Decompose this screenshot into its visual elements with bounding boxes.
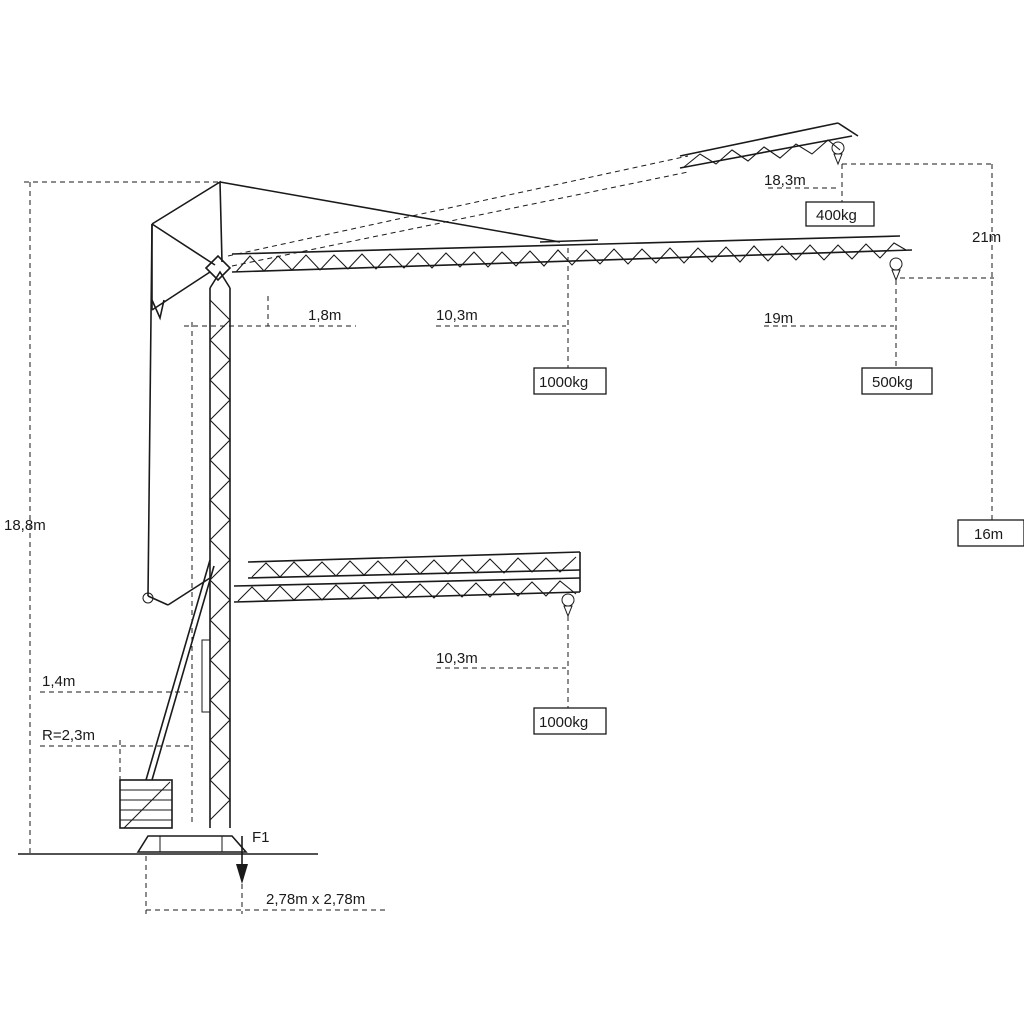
dim-height-21 xyxy=(842,163,994,520)
label-span-1-8: 1,8m xyxy=(308,307,341,324)
folding-linkage xyxy=(142,559,215,781)
tie-rods xyxy=(147,181,561,597)
label-span-10-3-low: 10,3m xyxy=(436,650,478,667)
box-load-mid-tip xyxy=(861,367,933,395)
force-arrow-head xyxy=(236,864,248,884)
label-force: F1 xyxy=(252,829,270,846)
tower-mast xyxy=(209,270,231,828)
label-load-low: 1000kg xyxy=(539,714,588,731)
crane-base xyxy=(136,835,248,853)
horizontal-jib xyxy=(231,235,913,282)
box-height-16 xyxy=(957,519,1024,547)
raised-jib xyxy=(227,122,859,267)
label-radius: R=2,3m xyxy=(42,727,95,744)
dim-height-total xyxy=(24,181,220,854)
label-dim-1-4: 1,4m xyxy=(42,673,75,690)
label-span-18-3: 18,3m xyxy=(764,172,806,189)
label-span-10-3-top: 10,3m xyxy=(436,307,478,324)
label-height-16: 16m xyxy=(974,526,1003,543)
folded-jib xyxy=(233,551,581,618)
label-span-19: 19m xyxy=(764,310,793,327)
label-load-mid-tip: 500kg xyxy=(872,374,913,391)
counterweight xyxy=(119,779,173,829)
tower-head xyxy=(151,180,232,321)
box-load-low xyxy=(533,707,607,735)
box-load-top xyxy=(805,201,875,227)
label-base-size: 2,78m x 2,78m xyxy=(266,891,365,908)
box-load-mid-center xyxy=(533,367,607,395)
label-height-total: 18,8m xyxy=(4,517,46,534)
label-load-mid-center: 1000kg xyxy=(539,374,588,391)
label-height-21: 21m xyxy=(972,229,1001,246)
label-load-top: 400kg xyxy=(816,207,857,224)
